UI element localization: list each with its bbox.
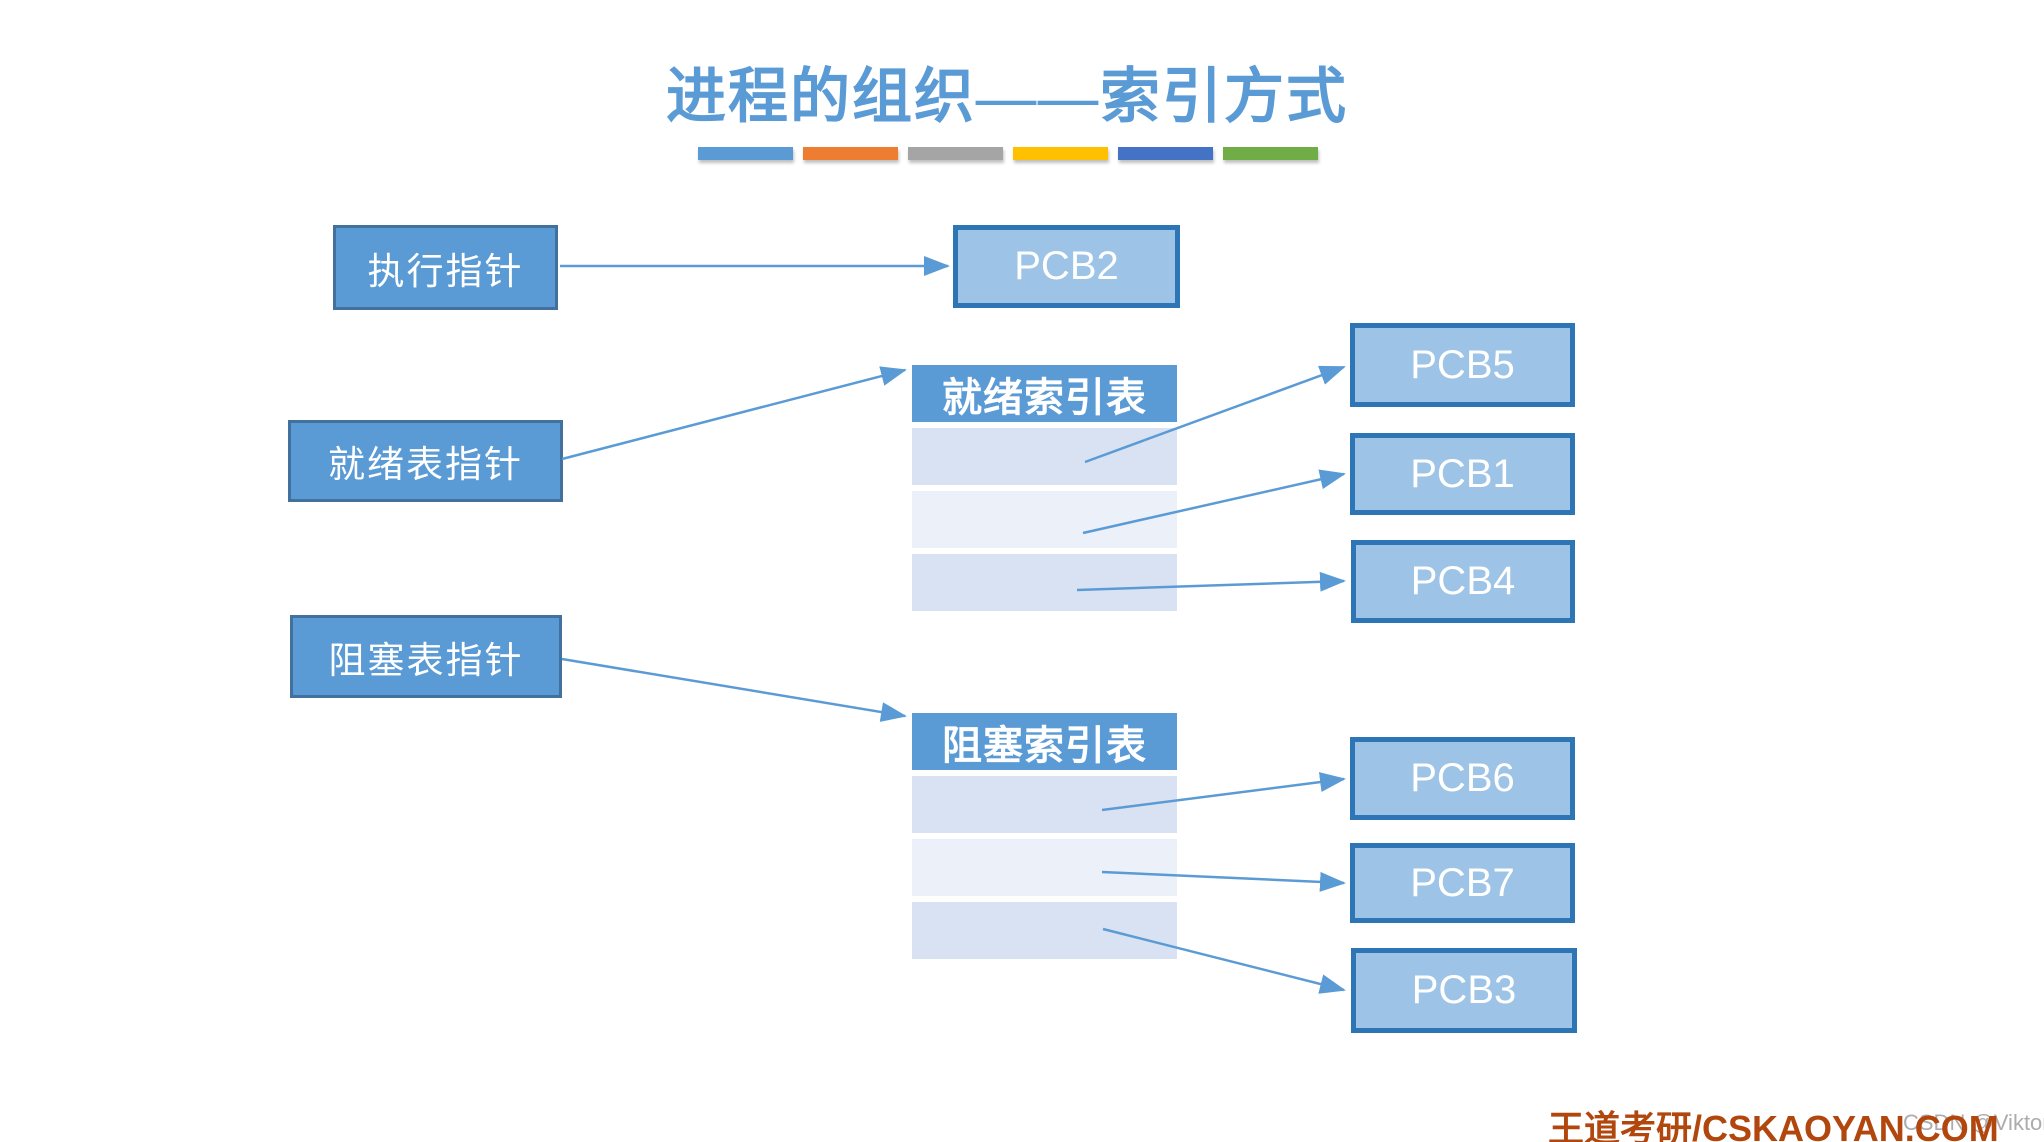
blocked-index-row-2	[912, 839, 1177, 896]
decoration-bar-gray	[908, 147, 1003, 160]
decoration-bar-blue	[698, 147, 793, 160]
arrow-blockedptr-to-blocked-table	[561, 657, 907, 722]
ready-index-row-3	[912, 554, 1177, 611]
decoration-bar-yellow	[1013, 147, 1108, 160]
pcb-box-blocked-2: PCB7	[1350, 843, 1575, 923]
title-decoration-bars	[698, 147, 1318, 160]
ready-table-pointer-box: 就绪表指针	[288, 420, 563, 502]
blocked-index-row-1	[912, 776, 1177, 833]
ready-index-row-1	[912, 428, 1177, 485]
decoration-bar-orange	[803, 147, 898, 160]
pcb-box-ready-1: PCB5	[1350, 323, 1575, 407]
blocked-table-pointer-box: 阻塞表指针	[290, 615, 562, 698]
arrow-readyptr-to-ready-table	[561, 366, 907, 461]
exec-pointer-box: 执行指针	[333, 225, 558, 310]
page-title: 进程的组织——索引方式	[666, 64, 1348, 130]
pcb-box-blocked-3: PCB3	[1351, 948, 1577, 1033]
decoration-bar-green	[1223, 147, 1318, 160]
blocked-index-table: 阻塞索引表	[912, 713, 1177, 959]
pcb-box-blocked-1: PCB6	[1350, 737, 1575, 820]
ready-index-table-header: 就绪索引表	[912, 365, 1177, 422]
pcb-box-ready-2: PCB1	[1350, 433, 1575, 515]
pcb-box-ready-3: PCB4	[1351, 540, 1575, 623]
decoration-bar-darkblue	[1118, 147, 1213, 160]
ready-index-table: 就绪索引表	[912, 365, 1177, 611]
ready-index-row-2	[912, 491, 1177, 548]
blocked-index-row-3	[912, 902, 1177, 959]
blocked-index-table-header: 阻塞索引表	[912, 713, 1177, 770]
brand-watermark: 王道考研/CSKAOYAN.COM	[1548, 1108, 1999, 1142]
csdn-user-watermark: CSDN @Viktoriae	[1903, 1110, 2044, 1135]
pcb-box-running: PCB2	[953, 225, 1180, 308]
